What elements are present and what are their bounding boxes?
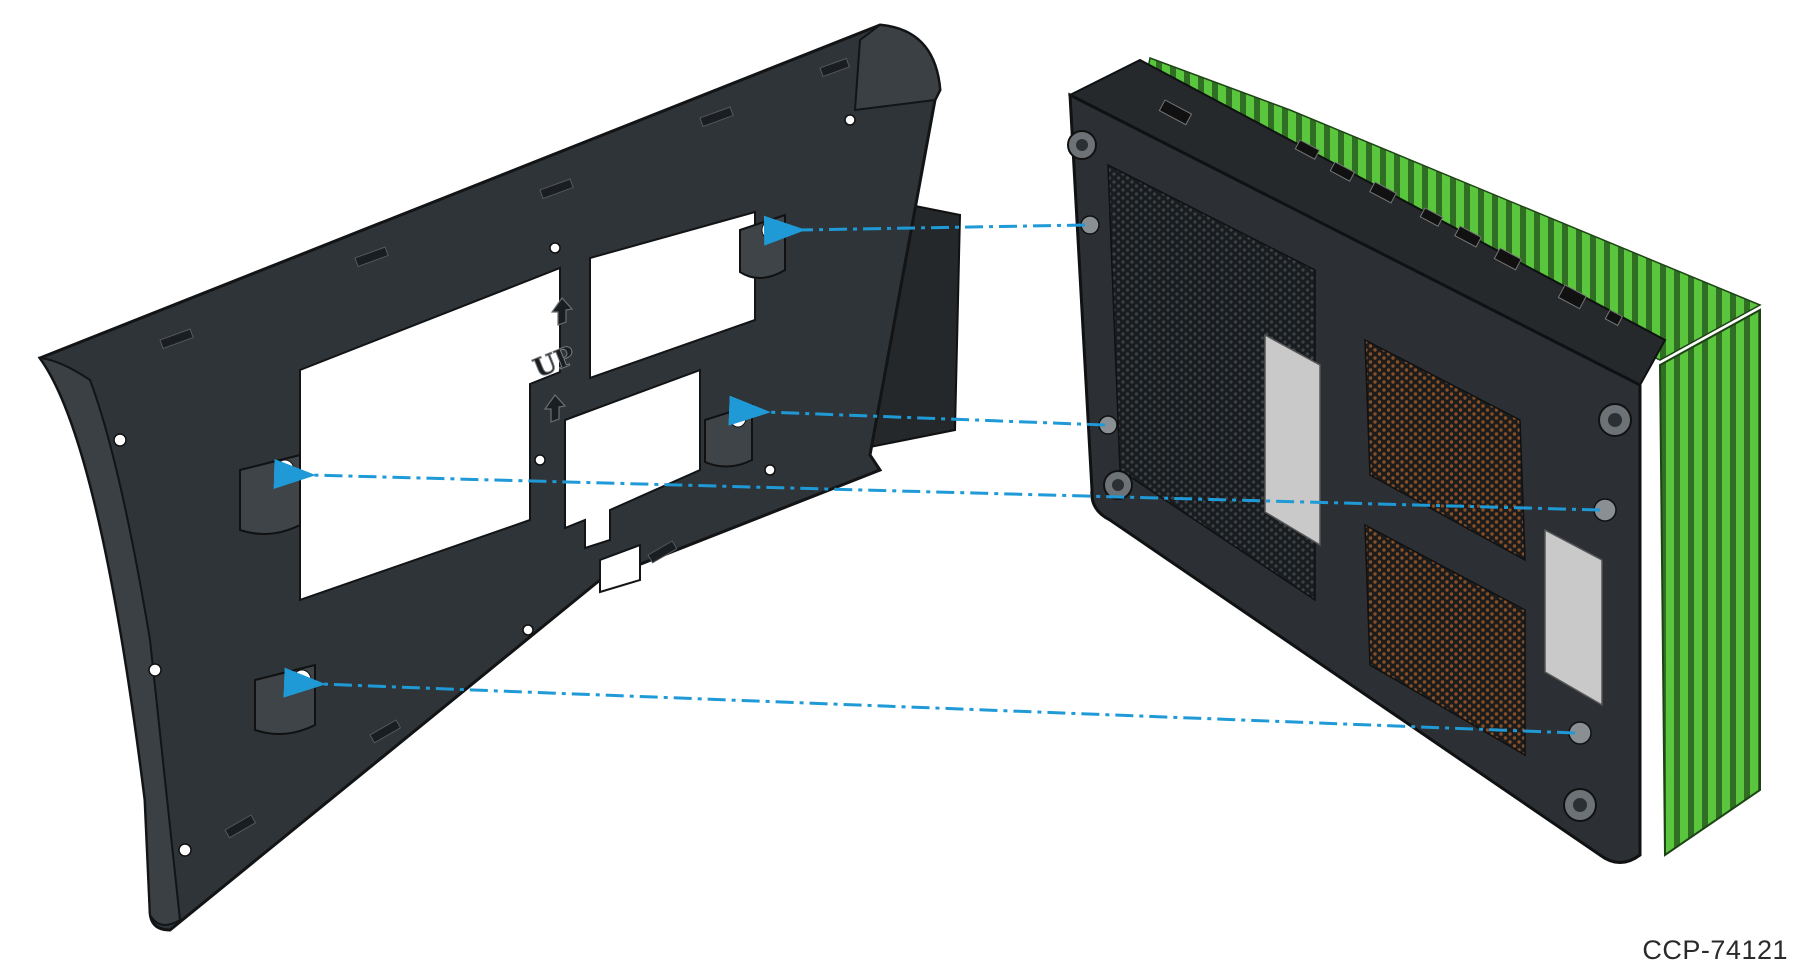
bracket-cutout-lower	[564, 368, 701, 550]
guide-line	[273, 459, 1601, 512]
label-plate	[1544, 528, 1603, 707]
screw-icon	[1067, 130, 1097, 160]
heatsink-side	[1658, 308, 1761, 857]
guide-line	[763, 215, 1086, 246]
io-ports	[1158, 99, 1624, 327]
screw-icon	[1598, 403, 1632, 437]
label-plate	[1264, 333, 1321, 547]
keyhole-hook	[239, 453, 301, 535]
figure-id-label: CCP-74121	[1642, 935, 1788, 965]
arrow-up-icon	[543, 394, 567, 423]
bracket-slots	[159, 57, 851, 839]
vent-grid-upper-right	[1364, 338, 1526, 562]
alignment-guides	[273, 215, 1601, 735]
bracket-left-lip	[37, 356, 182, 926]
bracket-cutout-notch	[599, 543, 641, 594]
bracket-top-curl	[853, 23, 942, 112]
guide-line	[728, 395, 1106, 427]
bracket-holes	[113, 114, 856, 857]
bracket-cutout-large	[299, 266, 561, 602]
vent-grid-lower-right	[1364, 523, 1526, 757]
vent-grid-left	[1107, 163, 1316, 602]
arrow-up-icon	[550, 297, 574, 326]
bracket-cutout-upper	[589, 210, 756, 380]
screw-icon	[1103, 470, 1133, 500]
guide-line	[283, 667, 1576, 735]
computer-unit	[1067, 56, 1762, 864]
screw-icon	[1563, 788, 1597, 822]
mounting-bracket: UP	[37, 23, 962, 932]
